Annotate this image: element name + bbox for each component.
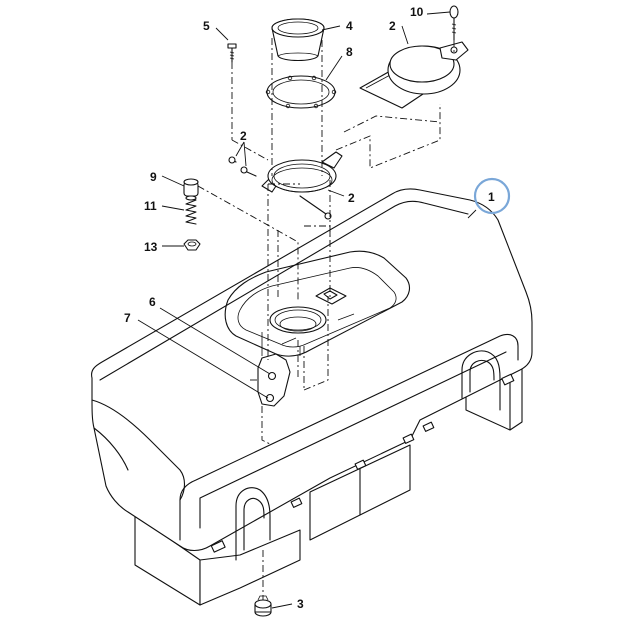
callout-8[interactable]: 8	[346, 45, 353, 59]
filler-neck-sleeve	[271, 18, 325, 62]
callout-9[interactable]: 9	[150, 170, 157, 184]
fuel-cap	[359, 41, 469, 109]
leader-lines	[137, 11, 477, 609]
callouts: 5 4 8 2 10 2 2 9 11 13 6 7 3 1	[124, 5, 511, 611]
eye-bolt-10	[449, 5, 459, 41]
callout-5[interactable]: 5	[203, 19, 210, 33]
callout-13[interactable]: 13	[144, 240, 158, 254]
callout-11[interactable]: 11	[144, 199, 157, 213]
callout-2-cap[interactable]: 2	[389, 19, 396, 33]
callout-2-screws[interactable]: 2	[240, 129, 247, 143]
highlight-circle	[473, 177, 511, 215]
callout-10[interactable]: 10	[410, 5, 424, 19]
screw-5	[227, 43, 237, 63]
spacer-stack	[183, 178, 201, 251]
sender-bracket	[257, 353, 291, 407]
callout-3[interactable]: 3	[297, 597, 304, 611]
gasket-ring	[265, 75, 337, 109]
callout-7[interactable]: 7	[124, 311, 131, 325]
callout-4[interactable]: 4	[346, 19, 353, 33]
callout-1[interactable]: 1	[488, 190, 495, 204]
drain-plug	[254, 595, 272, 617]
callout-2-clamp[interactable]: 2	[348, 191, 355, 205]
fuel-tank	[91, 188, 533, 606]
callout-6[interactable]: 6	[149, 295, 156, 309]
clamp-screws	[228, 156, 332, 220]
assembly-lines	[197, 38, 455, 600]
